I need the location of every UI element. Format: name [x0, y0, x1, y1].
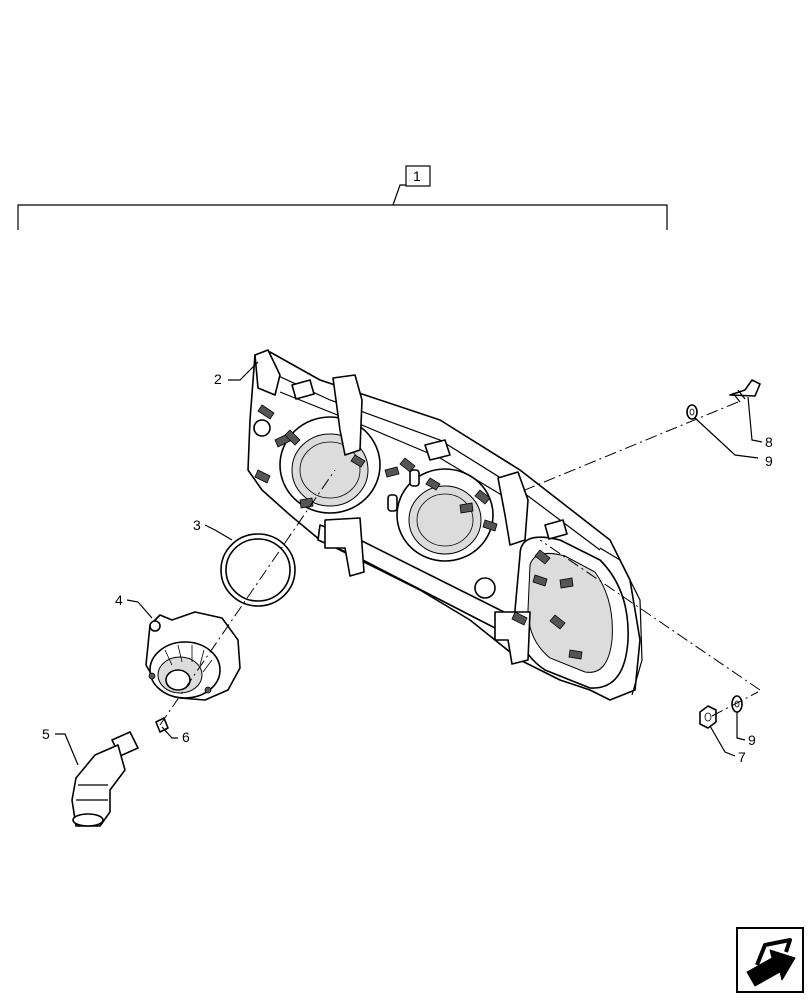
assembly-bracket: 1: [17, 165, 668, 230]
screw: [155, 717, 169, 733]
next-page-arrow-icon[interactable]: [736, 927, 804, 993]
assembly-axis-lines: [159, 401, 761, 726]
callout-6: 6: [182, 729, 190, 745]
callout-3: 3: [193, 517, 201, 533]
lamp-socket-body: [145, 611, 241, 701]
callout-2: 2: [214, 371, 222, 387]
bolt: [729, 379, 761, 403]
headlamp-housing: [247, 349, 643, 701]
seal-ring: [220, 533, 296, 607]
washer-bottom: [731, 695, 743, 713]
callout-8: 8: [765, 434, 773, 450]
callout-9-top: 9: [765, 453, 773, 469]
nut: [699, 705, 717, 729]
callout-box-1: [405, 165, 431, 187]
retaining-clips: [254, 404, 583, 660]
callout-1: 1: [413, 168, 421, 184]
callout-9-bottom: 9: [748, 732, 756, 748]
bulb-connector: [71, 731, 139, 827]
callout-leaders: [55, 361, 763, 766]
washer-top: [686, 404, 698, 420]
callout-4: 4: [115, 592, 123, 608]
callout-7: 7: [738, 749, 746, 765]
callout-5: 5: [42, 726, 50, 742]
